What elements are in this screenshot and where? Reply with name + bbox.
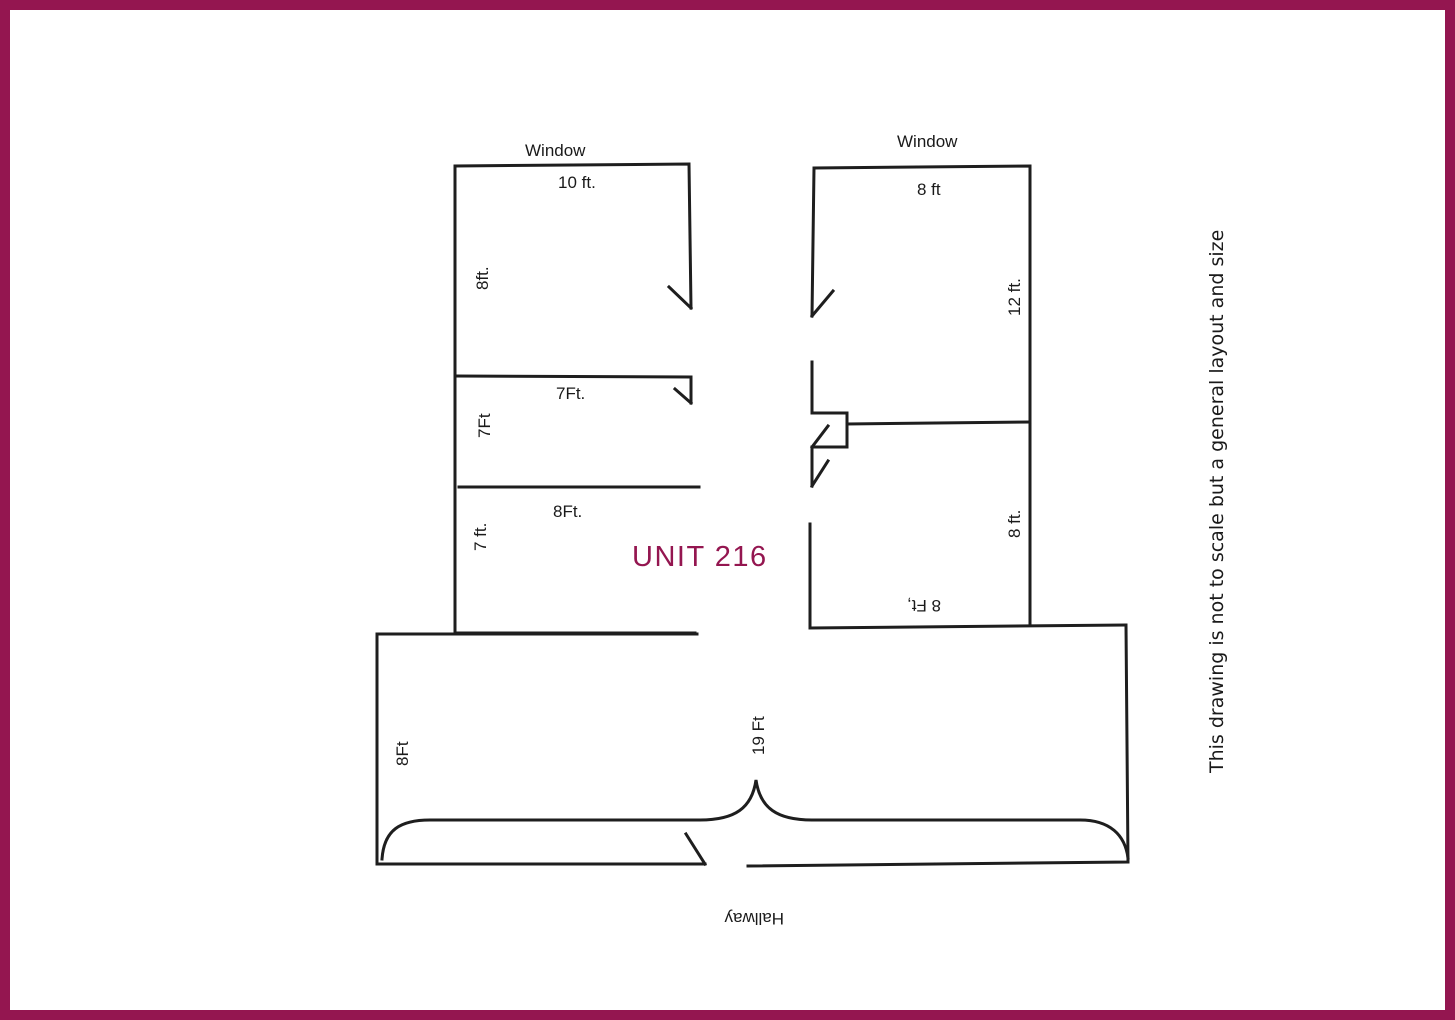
top-right-room: Window 8 ft 12 ft. [809,132,1032,626]
width-label: 7Ft. [556,384,585,403]
depth-label: 8ft. [473,266,492,290]
depth-label: 7 ft. [471,523,490,551]
door-swing [809,458,831,489]
width-label: 8 ft [917,180,941,199]
lower-right-room: 8 Ft, 8 ft. [808,360,1127,630]
depth-label: 8Ft [393,741,412,766]
window-label: Window [897,132,958,151]
width-label: 8 Ft, [907,596,941,615]
front-room: 19 Ft 8Ft [375,623,1130,868]
door-swing [809,423,831,450]
door-swing [666,284,694,311]
dimension-brace [380,779,1130,861]
depth-label: 12 ft. [1005,278,1024,316]
width-label: 10 ft. [558,173,596,192]
unit-title: UNIT 216 [632,541,768,573]
middle-left-room: 7Ft. 7Ft [453,374,694,438]
window-label: Window [525,141,586,160]
door-swing [672,386,694,406]
width-label: 19 Ft [749,716,768,755]
door-swing [809,288,836,319]
depth-label: 8 ft. [1005,510,1024,538]
width-label: 8Ft. [553,502,582,521]
scale-disclaimer: This drawing is not to scale but a gener… [1206,230,1228,774]
entry-door-swing [683,831,708,867]
depth-label: 7Ft [475,413,494,438]
top-left-room: Window 10 ft. 8ft. [453,141,694,635]
hallway-label: Hallway [724,909,784,928]
